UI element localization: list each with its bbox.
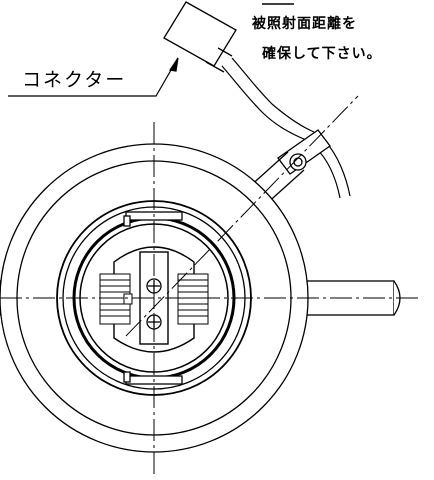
hatched-bracket-right <box>177 273 209 325</box>
clearance-note-line1: 被照射面距離を <box>252 15 357 32</box>
connector-leader-line <box>8 57 179 97</box>
connector-block <box>163 1 237 73</box>
hatched-bracket-left <box>99 273 133 325</box>
center-lines <box>0 95 420 478</box>
clearance-note-line2: 確保して下さい。 <box>262 45 382 62</box>
cable-clamp <box>277 129 331 175</box>
connector-label: コネクター <box>22 69 126 91</box>
